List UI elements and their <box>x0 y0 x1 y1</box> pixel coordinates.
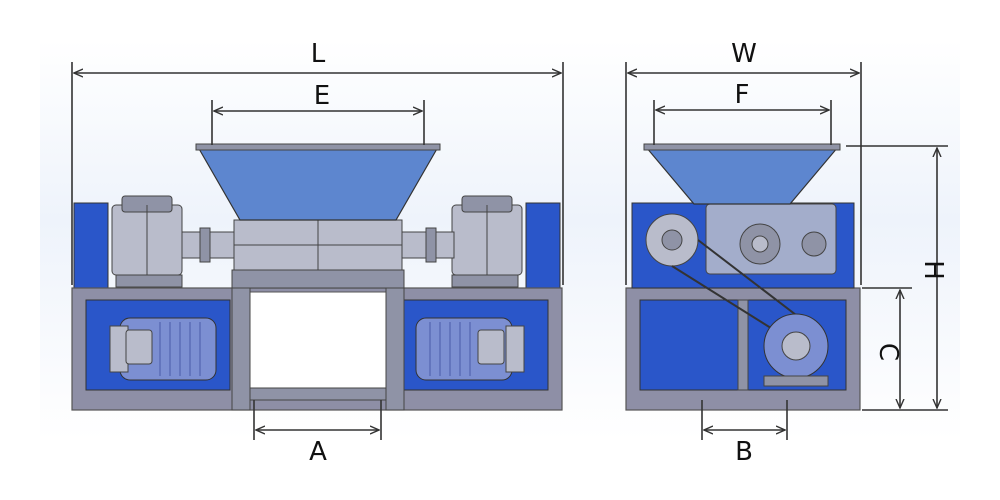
dimension-label-E: E <box>314 81 330 111</box>
dimension-label-L: L <box>311 39 326 69</box>
side-gear-train <box>645 203 837 341</box>
front-right-side-panel <box>525 202 561 289</box>
front-view <box>71 143 563 411</box>
dimension-label-F: F <box>735 80 750 110</box>
dimension-label-B: B <box>735 437 753 467</box>
front-right-gearbox <box>451 195 523 288</box>
dimension-label-C: C <box>873 343 903 361</box>
dimension-label-A: A <box>309 437 327 467</box>
front-left-gearbox <box>111 195 183 288</box>
dimension-label-W: W <box>731 39 757 69</box>
front-left-motor <box>109 317 217 381</box>
dimension-F: F <box>653 80 832 145</box>
front-cutting-chamber <box>231 219 405 289</box>
dimension-C: C <box>862 287 912 408</box>
front-center-left-post <box>231 285 251 411</box>
side-divider <box>737 299 749 391</box>
front-center-opening <box>249 291 387 389</box>
side-motor <box>763 313 829 387</box>
dimension-W: W <box>625 39 862 285</box>
side-hopper-rim <box>643 143 841 151</box>
front-hopper-rim <box>195 143 441 151</box>
side-view <box>625 143 861 411</box>
dimension-E: E <box>211 81 425 145</box>
dimension-H: H <box>846 145 948 411</box>
front-left-side-panel <box>73 202 109 289</box>
front-left-coupling <box>199 227 211 263</box>
front-hopper <box>196 146 440 221</box>
front-center-crossbar <box>249 387 387 401</box>
front-right-coupling <box>425 227 437 263</box>
dimension-A: A <box>253 400 382 467</box>
front-right-motor <box>415 317 525 381</box>
dimension-L: L <box>71 39 564 285</box>
dimension-label-H: H <box>918 260 948 280</box>
dimension-B: B <box>701 400 788 467</box>
front-center-right-post <box>385 285 405 411</box>
